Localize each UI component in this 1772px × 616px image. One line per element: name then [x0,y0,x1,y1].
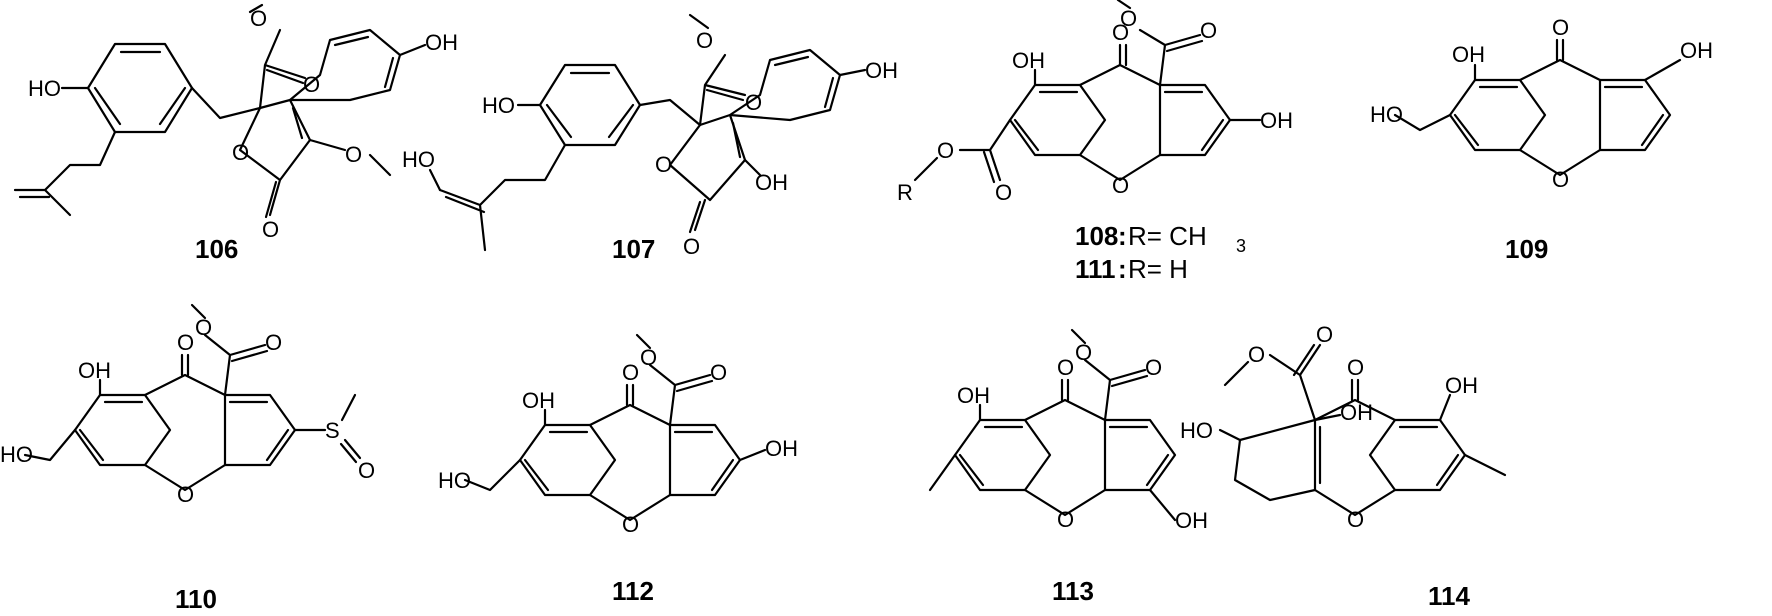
atom-106-ocarbonyl2: O [262,217,279,242]
atom-107-oring: O [655,152,672,177]
atom-107-ocarbonyl2: O [683,234,700,259]
atom-112-oring: O [622,512,639,537]
compound-id-107: 107 [612,234,655,264]
atom-106-oring: O [232,140,249,165]
atom-107-ho: HO [482,93,515,118]
atom-108-oh1: OH [1012,48,1045,73]
substituent-108: R= CH [1128,221,1207,251]
atom-107-oester: O [696,28,713,53]
atom-112-oh1: OH [522,388,555,413]
atom-112-oketone: O [622,360,639,385]
atom-113-oketone: O [1057,355,1074,380]
atom-112-ho: HO [438,468,471,493]
atom-108-oring: O [1112,173,1129,198]
atom-108-oketone: O [1112,20,1129,45]
atom-113-oh1: OH [957,383,990,408]
structure-107: HO HO O O O O OH OH 107 [402,13,898,264]
atom-110-oketone: O [177,330,194,355]
structure-110: O O OH O O S O HO 110 [0,303,375,614]
atom-110-oh: OH [78,358,111,383]
compound-id-110: 110 [175,584,217,614]
atom-114-ocarbonyl: O [1316,322,1333,347]
atom-110-s: S [325,418,340,443]
structure-109: O O OH OH HO 109 [1370,15,1713,264]
atom-106-oester: O [250,6,267,31]
atom-114-ho: HO [1180,418,1213,443]
atom-110-ocarbonyl: O [265,330,282,355]
atom-110-ho: HO [0,442,33,467]
atom-110-oso: O [358,458,375,483]
atom-108-oester: O [1120,6,1137,31]
structure-112: O O OH O O OH HO 112 [438,333,798,606]
structure-113: O O OH O O OH 113 [928,328,1208,606]
substituent-111: R= H [1128,254,1188,284]
atom-109-oh2: OH [1680,38,1713,63]
atom-109-oh1: OH [1452,42,1485,67]
atom-108-oalkyl: O [937,138,954,163]
atom-108-r: R [897,180,913,205]
compound-id-113: 113 [1052,576,1094,606]
colon-111: : [1118,254,1127,284]
atom-113-oh2: OH [1175,508,1208,533]
substituent-108-sub: 3 [1236,236,1246,256]
atom-108-oh2: OH [1260,108,1293,133]
compound-id-106: 106 [195,234,238,264]
colon-108: : [1118,221,1127,251]
atom-114-oh1: OH [1340,400,1373,425]
atom-108-ocarbonyl2: O [995,180,1012,205]
atom-110-oester: O [195,315,212,340]
atom-106-ho: HO [28,76,61,101]
compound-id-108: 108 [1075,221,1118,251]
structure-108-111: O O OH O O OH O O R 108 : R= CH 3 111 : … [897,0,1293,284]
atom-112-ocarbonyl: O [710,360,727,385]
atom-109-ho: HO [1370,102,1403,127]
compound-id-109: 109 [1505,234,1548,264]
atom-114-oring: O [1347,507,1364,532]
structure-114: O O HO OH O O OH 114 [1180,322,1507,611]
compound-id-114: 114 [1428,581,1470,611]
atom-113-oester: O [1075,340,1092,365]
atom-114-oketone: O [1347,355,1364,380]
compound-id-112: 112 [612,576,654,606]
atom-112-oh2: OH [765,436,798,461]
atom-107-oh: OH [755,170,788,195]
atom-110-oring: O [177,482,194,507]
atom-114-oh2: OH [1445,373,1478,398]
atom-113-ocarbonyl: O [1145,355,1162,380]
atom-106-omethoxy: O [345,142,362,167]
atom-107-ho2: HO [402,147,435,172]
atom-107-oh2: OH [865,58,898,83]
atom-108-ocarbonyl: O [1200,18,1217,43]
atom-112-oester: O [640,345,657,370]
compound-id-111: 111 [1075,254,1116,284]
structure-106: HO O O O O O OH 106 [13,3,458,264]
atom-114-oester: O [1248,342,1265,367]
atom-109-oketone: O [1552,15,1569,40]
atom-106-oh: OH [425,30,458,55]
atom-109-oring: O [1552,167,1569,192]
atom-113-oring: O [1057,507,1074,532]
